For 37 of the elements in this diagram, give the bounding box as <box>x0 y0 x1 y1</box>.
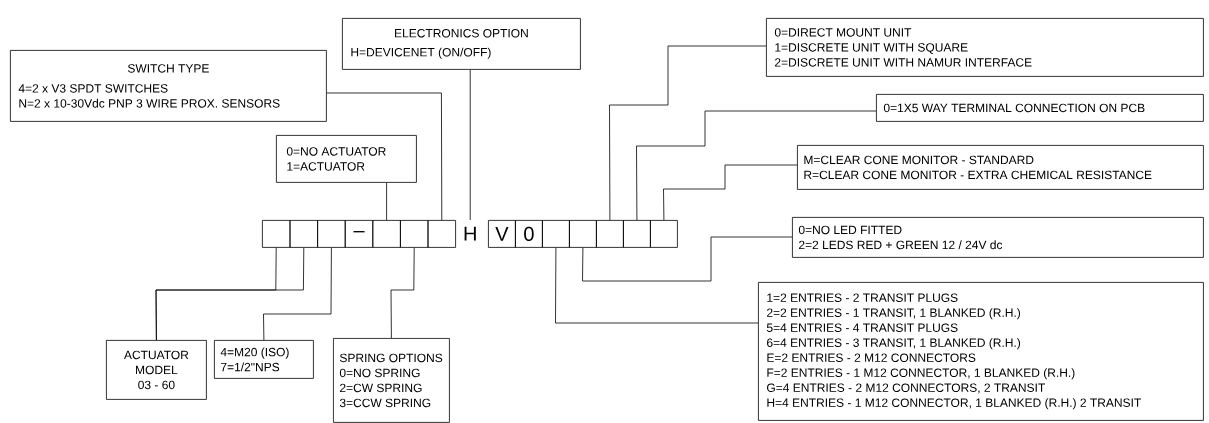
leader-line <box>155 247 305 341</box>
option-box: ELECTRONICS OPTION H=DEVICENET (ON/OFF) <box>342 18 581 70</box>
code-cell <box>400 220 429 248</box>
leader-line <box>390 247 415 339</box>
option-box: 0=NO ACTUATOR 1=ACTUATOR <box>276 135 417 183</box>
code-cell <box>569 220 597 248</box>
leader-line <box>636 110 877 221</box>
code-cell: 0 <box>515 220 543 248</box>
option-box: 0=1X5 WAY TERMINAL CONNECTION ON PCB <box>876 94 1204 122</box>
option-box: ACTUATOR MODEL 03 - 60 <box>106 340 207 400</box>
code-cell <box>596 220 624 248</box>
leader-line <box>263 247 332 341</box>
option-box: SWITCH TYPE 4=2 x V3 SPDT SWITCHES N=2 x 10-30Vdc PNP 3 WIRE PROX. SENSORS <box>10 50 327 122</box>
option-box: 0=NO LED FITTED 2=2 LEDS RED + GREEN 12 / 24V dc <box>792 217 1204 258</box>
code-cell <box>262 220 291 248</box>
code-cell <box>289 220 318 248</box>
option-box: M=CLEAR CONE MONITOR - STANDARD R=CLEAR CONE MONITOR - EXTRA CHEMICAL RESISTANCE <box>797 145 1204 190</box>
code-cell: V <box>488 220 516 248</box>
code-letter: H <box>464 226 476 241</box>
leader-line <box>582 236 793 282</box>
leader-line <box>555 247 759 324</box>
option-box: SPRING OPTIONS 0=NO SPRING 2=CW SPRING 3=CCW SPRING <box>333 338 450 423</box>
leader-line <box>326 92 443 221</box>
code-cell <box>650 220 678 248</box>
leader-line <box>469 69 471 221</box>
code-cell <box>542 220 570 248</box>
option-box: 1=2 ENTRIES - 2 TRANSIT PLUGS 2=2 ENTRIES - 1 TRANSIT, 1 BLANKED (R.H.) 5=4 ENTRIES - 4 TRANSIT PLUGS 6=4 ENTRIES - 3 TRANSIT, 1 BLANKED (R.H.) E=2 ENTRIES - 2 M12 CONNECTORS F=2 ENTRIES - 1 M12 CONNECTOR, 1 BLANKED (R.H.) G=4 ENTRIES - 2 M12 CONNECTORS, 2 TRANSIT H=4 ENTRIES - 1 M12 CONNECTOR, 1 BLANKED (R.H.) 2 TRANSIT <box>758 282 1204 421</box>
option-box: 0=DIRECT MOUNT UNIT 1=DISCRETE UNIT WITH SQUARE 2=DISCRETE UNIT WITH NAMUR INTERFACE <box>766 18 1204 77</box>
code-cell: – <box>344 220 374 248</box>
option-box: 4=M20 (ISO) 7=1/2"NPS <box>214 340 314 379</box>
code-cell <box>372 220 401 248</box>
code-cell <box>317 220 346 248</box>
leader-line <box>386 182 387 221</box>
code-cell <box>427 220 456 248</box>
leader-line <box>663 164 798 221</box>
leader-line <box>609 45 767 221</box>
code-cell <box>623 220 651 248</box>
